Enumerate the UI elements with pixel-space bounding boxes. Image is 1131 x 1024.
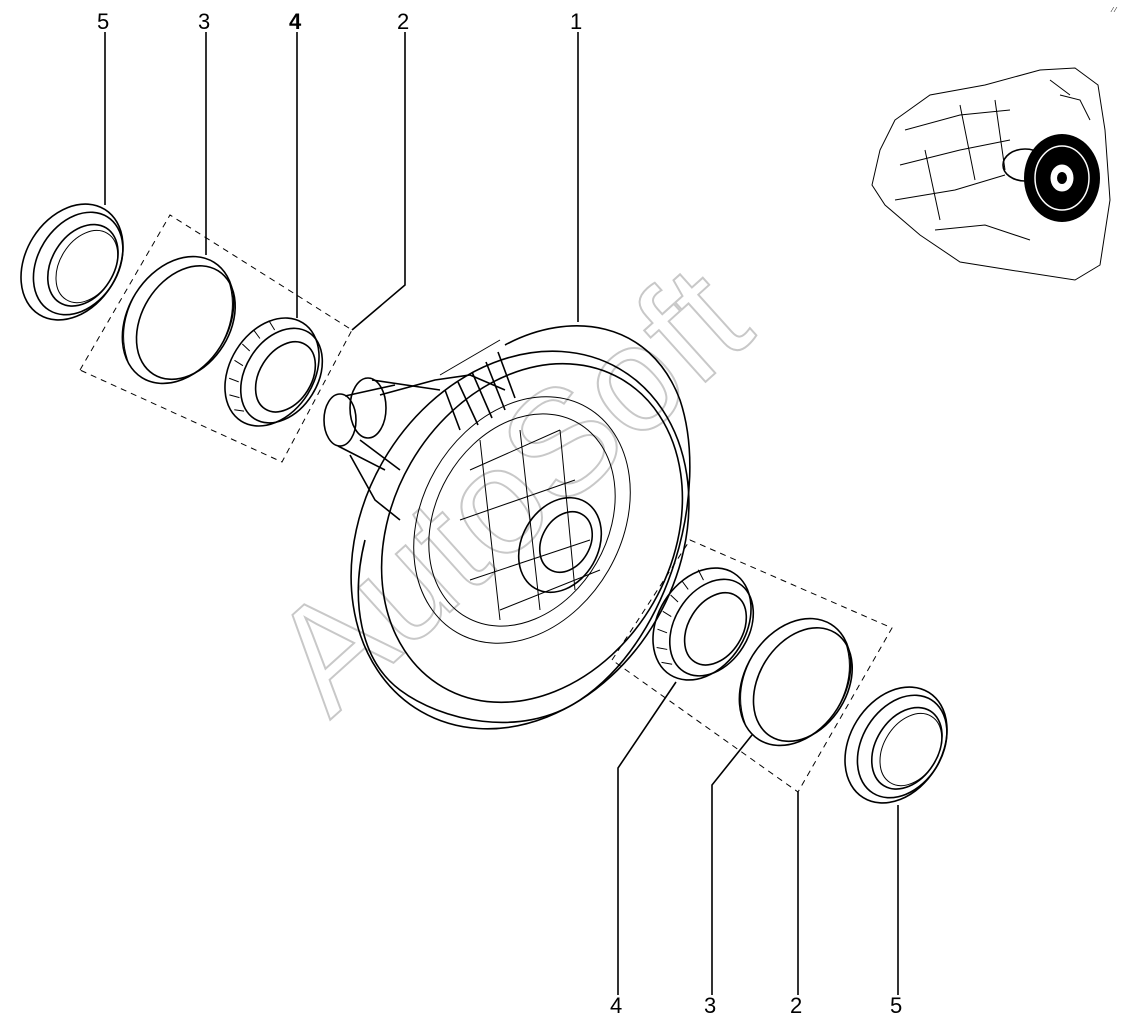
watermark: AutoSoft bbox=[238, 233, 780, 745]
right-assembly-frame bbox=[611, 539, 893, 793]
callout-1-top: 1 bbox=[570, 9, 582, 34]
oil-seal-left bbox=[20, 203, 124, 321]
callout-3-top: 3 bbox=[198, 9, 210, 34]
callout-5-bottom: 5 bbox=[890, 993, 902, 1018]
differential-crown-wheel-assembly bbox=[323, 325, 691, 730]
callout-2-top: 2 bbox=[397, 9, 409, 34]
bearing-cup-left bbox=[121, 255, 237, 385]
watermark-text: AutoSoft bbox=[239, 234, 779, 744]
oil-seal-right bbox=[844, 686, 948, 804]
callout-2-bottom: 2 bbox=[790, 993, 802, 1018]
leader-lines bbox=[104, 32, 899, 995]
callout-4-bottom: 4 bbox=[610, 993, 622, 1018]
callout-3-bottom: 3 bbox=[704, 993, 716, 1018]
tapered-roller-bearing-left bbox=[224, 317, 324, 427]
callout-5-top: 5 bbox=[97, 9, 109, 34]
callouts-top: 5 3 4 2 1 bbox=[97, 9, 582, 34]
left-assembly-frame bbox=[79, 214, 353, 463]
corner-mark: ⁄ ⁄ bbox=[1110, 7, 1118, 14]
gearbox-inset-thumbnail bbox=[871, 67, 1111, 281]
callouts-bottom: 4 3 2 5 bbox=[610, 993, 902, 1018]
callout-4-top: 4 bbox=[289, 9, 302, 34]
bearing-cup-right bbox=[738, 617, 854, 747]
tapered-roller-bearing-right bbox=[652, 567, 755, 681]
